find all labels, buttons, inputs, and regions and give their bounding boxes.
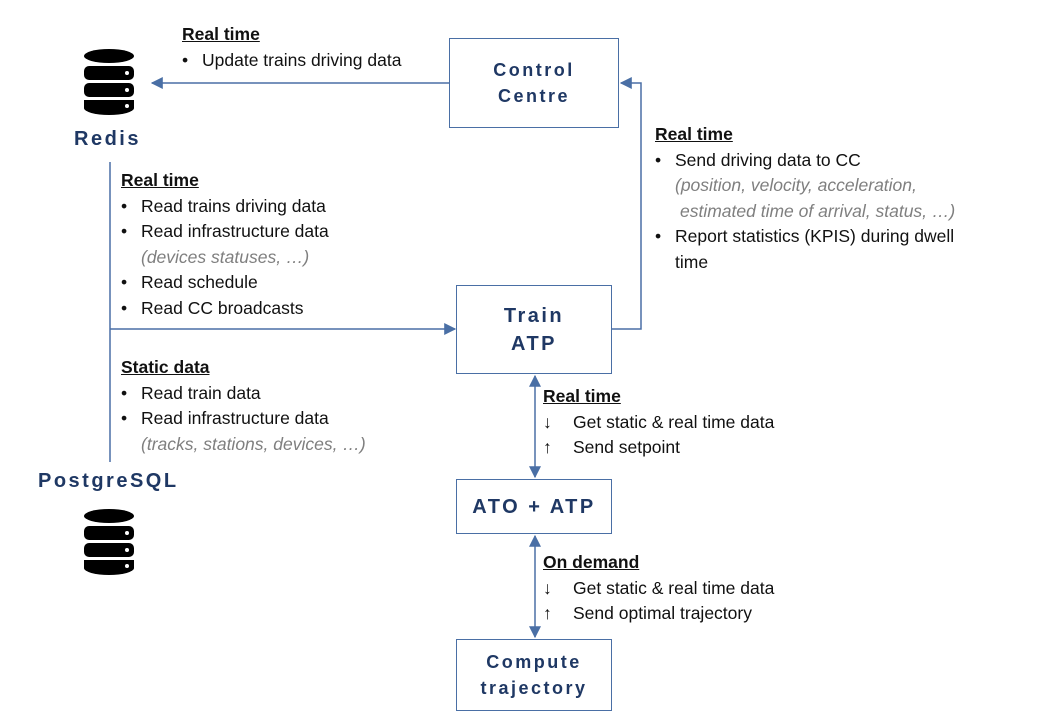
train-cc-annotation: Real time •Send driving data to CC (posi… (655, 122, 955, 275)
train-atp-line2: ATP (510, 332, 557, 355)
list-item-continuation: time (675, 251, 709, 272)
control-centre-line1: Control (493, 60, 575, 80)
annotation-heading: Real time (543, 386, 621, 406)
list-item-note: (tracks, stations, devices, …) (141, 433, 366, 454)
postgresql-label: PostgreSQL (38, 470, 179, 492)
list-item: •Read schedule (121, 272, 258, 292)
list-item: •Report statistics (KPIS) during dwell (655, 226, 955, 246)
redis-read-annotation: Real time •Read trains driving data •Rea… (121, 168, 329, 321)
annotation-heading: Static data (121, 357, 210, 377)
annotation-heading: On demand (543, 552, 640, 572)
list-item-note: estimated time of arrival, status, …) (680, 200, 956, 221)
arrow-down-icon: ↓ (543, 577, 552, 598)
arrow-down-icon: ↓ (543, 411, 552, 432)
list-item: •Read trains driving data (121, 195, 326, 216)
arrow-up-icon: ↑ (543, 603, 552, 623)
train-atp-line1: Train (503, 304, 565, 327)
list-item: •Read CC broadcasts (121, 297, 304, 318)
annotation-heading: Real time (655, 124, 733, 144)
list-item: ↑Send optimal trajectory (543, 601, 774, 627)
control-centre-box: Control Centre (449, 38, 619, 128)
ato-compute-annotation: On demand ↓Get static & real time data ↑… (543, 550, 774, 627)
list-item-note: (position, velocity, acceleration, (675, 175, 917, 195)
database-icon (84, 49, 134, 115)
atp-ato-annotation: Real time ↓Get static & real time data ↑… (543, 384, 774, 461)
arrow-up-icon: ↑ (543, 437, 552, 457)
list-item: •Read train data (121, 382, 261, 403)
cc-redis-annotation: Real time •Update trains driving data (182, 22, 401, 73)
annotation-heading: Real time (121, 170, 199, 190)
static-data-annotation: Static data •Read train data •Read infra… (121, 355, 366, 457)
compute-trajectory-line2: trajectory (480, 678, 588, 698)
list-item: •Send driving data to CC (655, 149, 861, 170)
database-icon (84, 509, 134, 575)
list-item: •Read infrastructure data (121, 408, 329, 428)
train-atp-box: Train ATP (456, 285, 612, 374)
list-item: ↓Get static & real time data (543, 576, 774, 602)
ato-atp-label: ATO + ATP (472, 495, 596, 518)
control-centre-line2: Centre (497, 86, 570, 106)
list-item-note: (devices statuses, …) (141, 246, 310, 267)
list-item: ↑Send setpoint (543, 435, 774, 461)
list-item: •Read infrastructure data (121, 221, 329, 241)
ato-atp-box: ATO + ATP (456, 479, 612, 534)
list-item: •Update trains driving data (182, 49, 402, 70)
list-item: ↓Get static & real time data (543, 410, 774, 436)
compute-trajectory-box: Compute trajectory (456, 639, 612, 711)
compute-trajectory-line1: Compute (486, 652, 582, 672)
train-to-cc-arrow (612, 77, 642, 330)
annotation-heading: Real time (182, 24, 260, 44)
redis-label: Redis (74, 128, 141, 150)
